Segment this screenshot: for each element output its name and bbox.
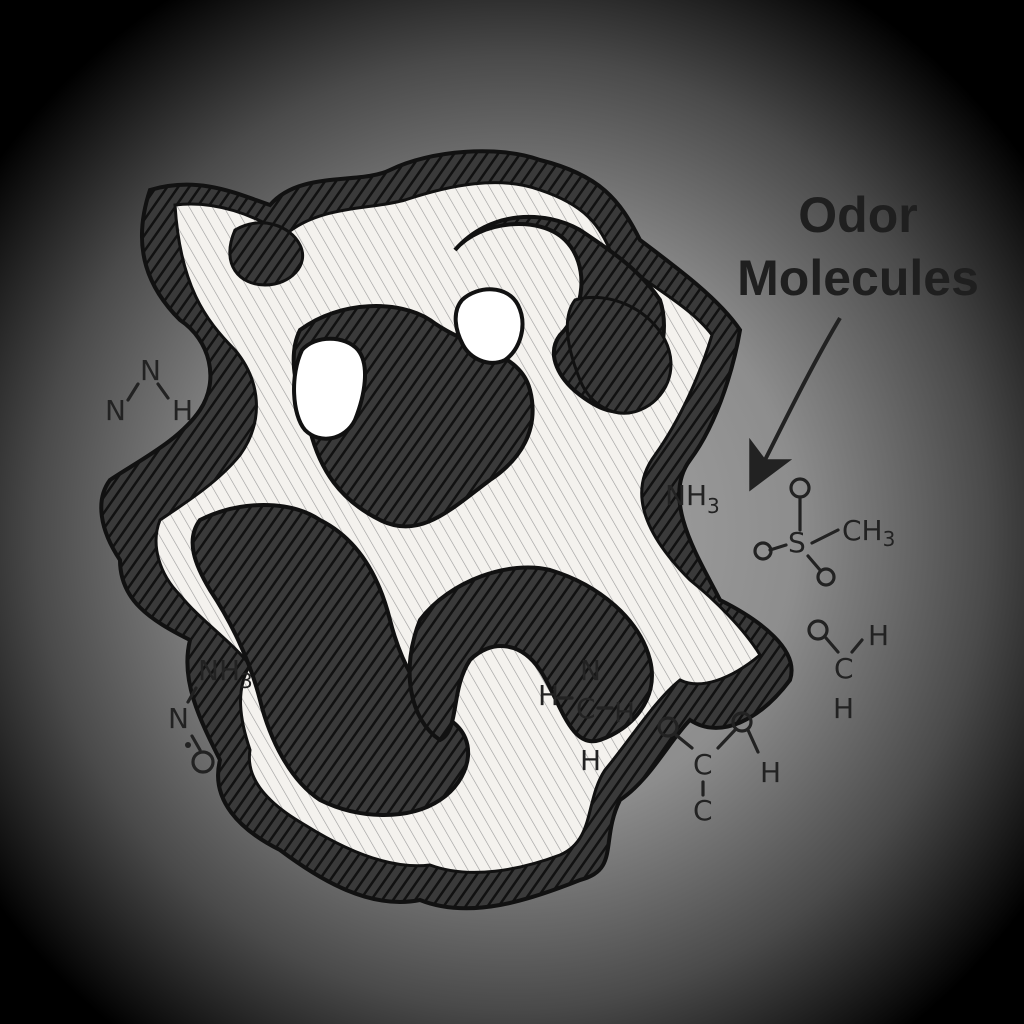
pore-right: [565, 295, 673, 415]
atom-c: C: [576, 692, 596, 725]
atom-n: N: [580, 654, 601, 687]
atom-c: C: [834, 652, 854, 685]
atom-h-top: H: [868, 619, 889, 652]
arrow-down-left-icon: [749, 316, 842, 492]
molecule-sulfonyl: S CH3: [753, 477, 895, 587]
nh3-right-main: NH3: [665, 479, 720, 518]
atom-n-left: N: [105, 394, 126, 427]
sulfonyl-methyl: CH3: [842, 514, 895, 551]
atom-s: S: [788, 526, 806, 559]
callout-line1: Odor: [798, 187, 917, 243]
molecule-n2h: N N H: [105, 354, 193, 427]
atom-n-top: N: [140, 354, 161, 387]
porous-structure-icon: [99, 149, 794, 911]
molecule-nh3-right: NH3: [665, 479, 720, 518]
atom-h: H: [760, 756, 781, 789]
pore-top-left: [228, 221, 304, 287]
molecule-nh3-left: NH3 N: [168, 654, 253, 774]
atom-h: H: [172, 394, 193, 427]
pore-opening-right: [453, 287, 525, 365]
callout-line2: Molecules: [737, 250, 979, 306]
molecule-formaldehyde: H C H: [807, 619, 889, 725]
atom-h-bottom: H: [580, 744, 601, 777]
pore-lower-center: [407, 565, 654, 744]
molecule-acid: C H C: [657, 711, 781, 827]
atom-c1: C: [693, 748, 713, 781]
atom-n: N: [168, 702, 189, 735]
atom-h-right: H: [614, 696, 635, 729]
pore-lower-left: [190, 503, 470, 817]
pore-opening-left: [292, 336, 367, 441]
atom-c2: C: [693, 794, 713, 827]
molecule-methylamine: N H C H H: [538, 654, 635, 777]
atom-h-left: H: [538, 679, 559, 712]
nh3-left-main: NH3: [198, 654, 253, 693]
atom-h-bottom: H: [833, 692, 854, 725]
